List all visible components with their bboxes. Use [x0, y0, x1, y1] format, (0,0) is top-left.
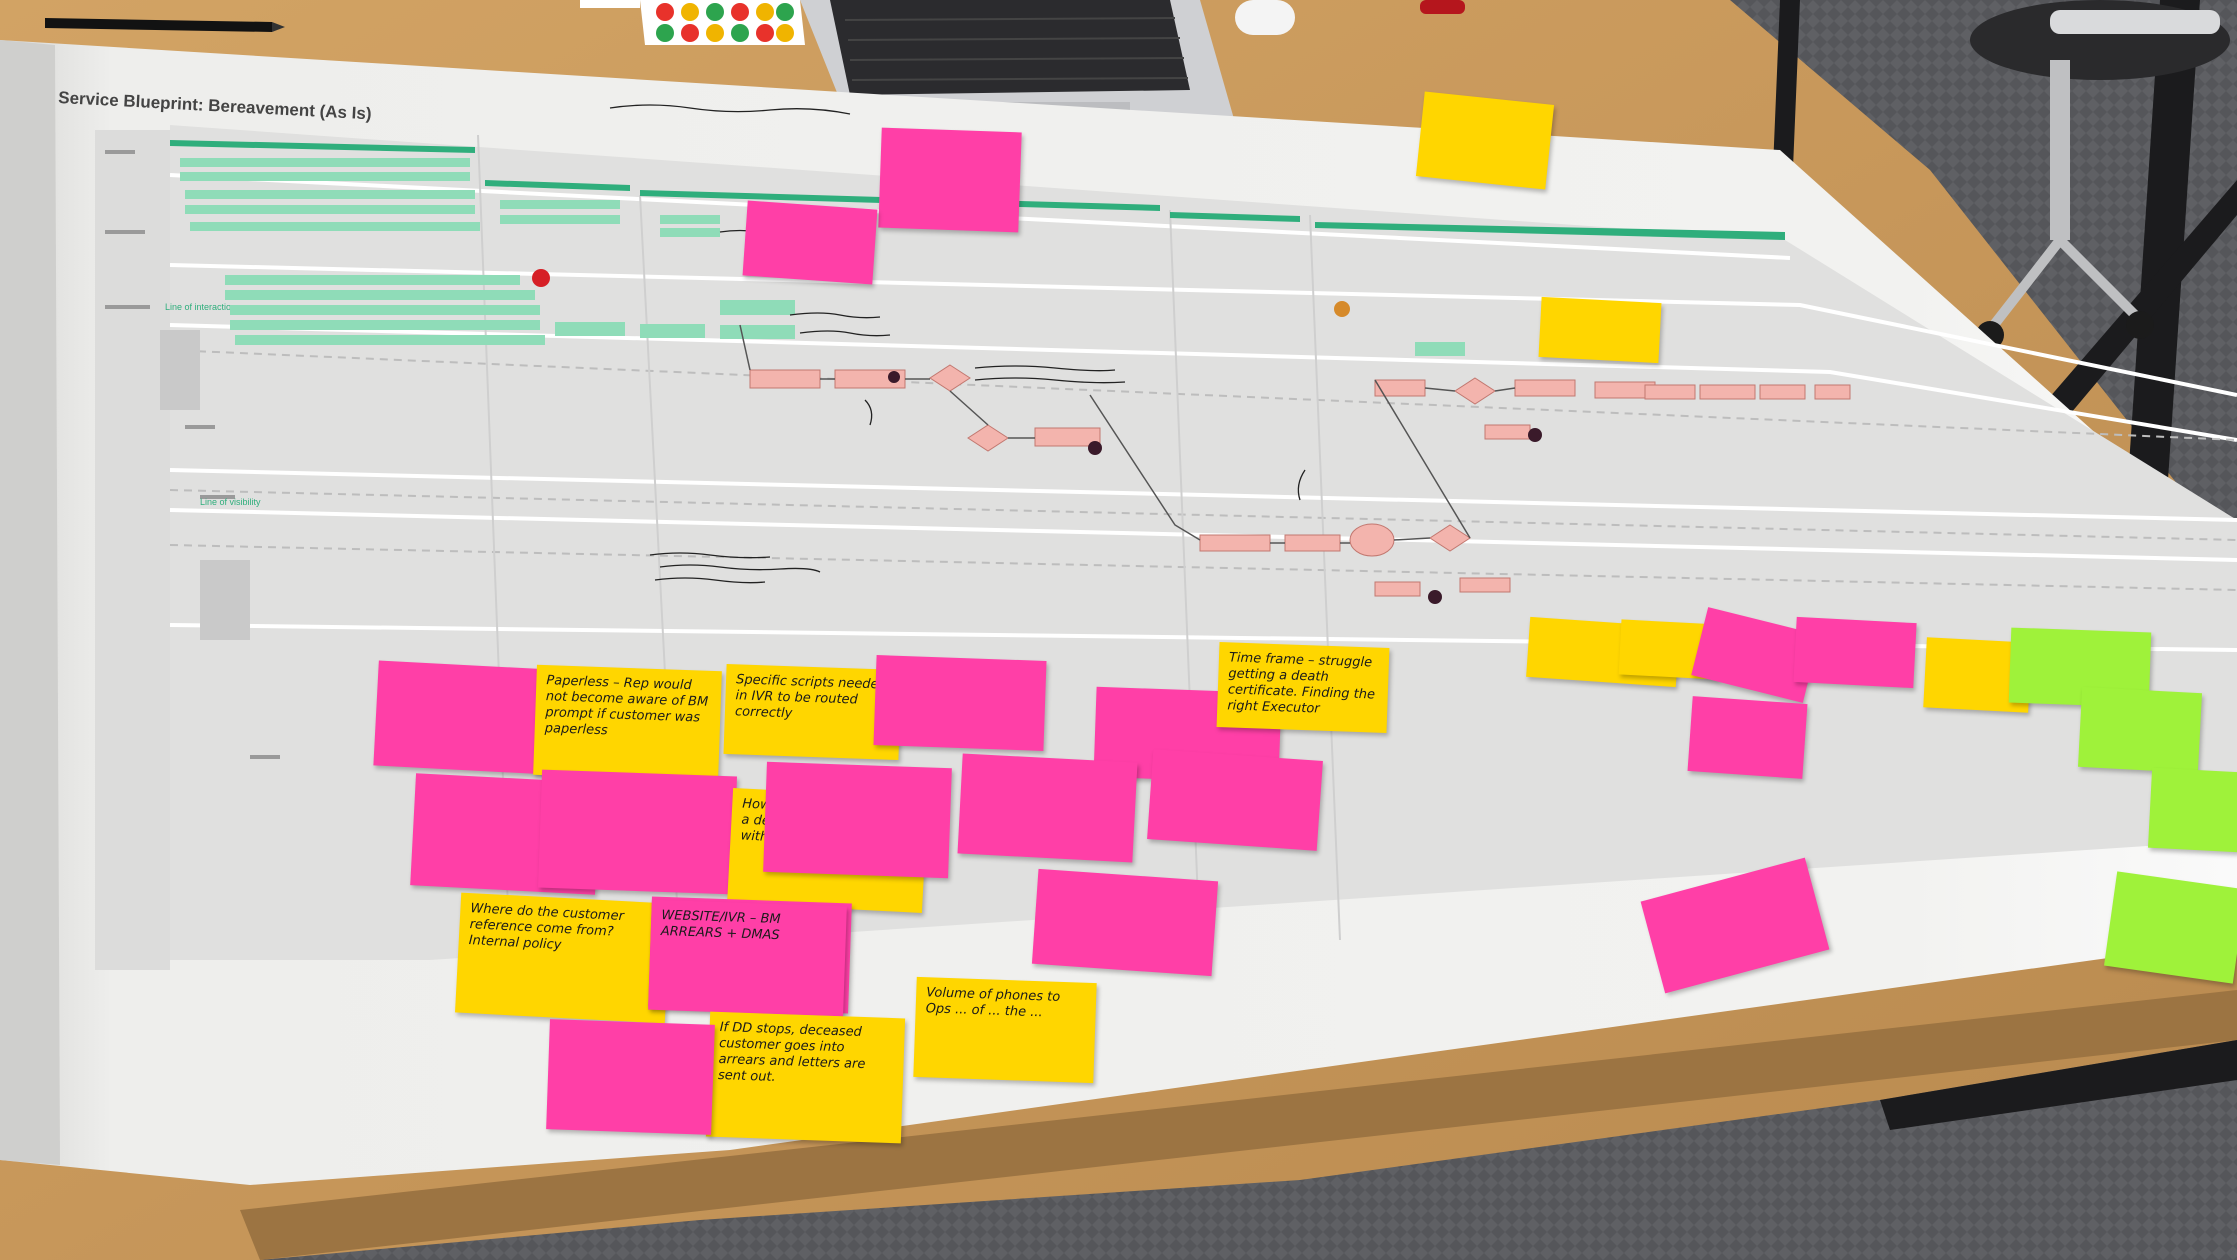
- sticky-note: [373, 660, 554, 775]
- line-of-visibility-label: Line of visibility: [200, 497, 261, 507]
- sticky-note: Volume of phones to Ops ... of ... the .…: [913, 976, 1097, 1084]
- sticky-note: [538, 769, 737, 895]
- sticky-note: [2147, 767, 2237, 853]
- paper-curl: [0, 40, 60, 1165]
- sticky-note: WEBSITE/IVR – BM ARREARS + DMAS: [648, 899, 847, 1017]
- line-of-interaction-label: Line of interaction: [165, 302, 236, 312]
- sticky-note: [873, 655, 1047, 751]
- sticky-note: [878, 127, 1022, 233]
- sticky-note: [1147, 749, 1323, 851]
- sticker-sheet-icon: [580, 0, 805, 45]
- sticky-note: [1793, 616, 1917, 689]
- pen-icon: [45, 18, 285, 32]
- sticky-note: Paperless – Rep would not become aware o…: [533, 664, 722, 782]
- sticky-note: Time frame – struggle getting a death ce…: [1216, 642, 1390, 733]
- sticky-note: [957, 753, 1138, 863]
- sticky-note: [546, 1019, 715, 1135]
- table-edge: [240, 990, 2237, 1260]
- lane-label-text: [105, 150, 280, 759]
- sticky-note: [2077, 686, 2203, 774]
- status-dots: [532, 269, 1542, 604]
- lane-label-column: [95, 130, 170, 970]
- sticky-note: [2104, 871, 2237, 984]
- sticky-note: If DD stops, deceased customer goes into…: [705, 1011, 906, 1144]
- sticky-note: Where do the customer reference come fro…: [455, 892, 671, 1024]
- process-connectors: [739, 324, 1516, 544]
- sticky-note: [1415, 91, 1555, 190]
- sticky-note: [1687, 696, 1808, 779]
- office-chair-icon: [1970, 0, 2230, 349]
- mint-cells: [180, 158, 1465, 356]
- sticky-note: [763, 761, 952, 879]
- sticky-note: [1538, 296, 1662, 364]
- bottle-icon: [1235, 0, 1465, 35]
- swimlane-dashed: [169, 349, 2237, 591]
- sticky-note: [742, 200, 878, 285]
- sticky-note: [1031, 868, 1219, 977]
